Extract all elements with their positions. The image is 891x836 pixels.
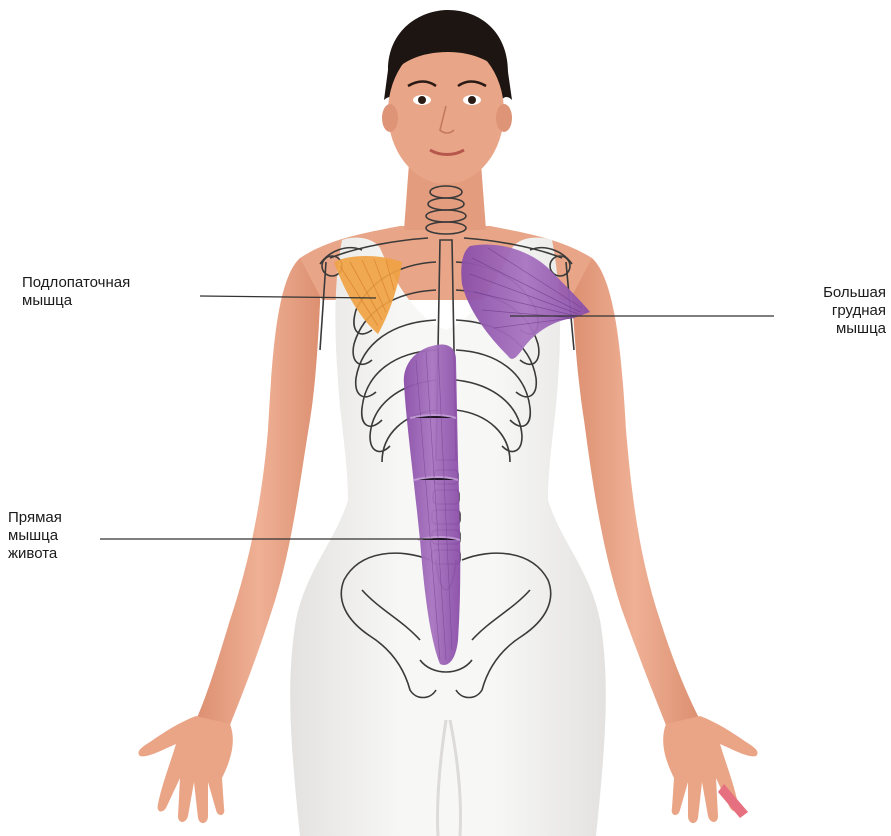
subscapularis-label-line2: мышца xyxy=(22,292,130,310)
subscapularis-label-line1: Подлопаточная xyxy=(22,274,130,292)
rectus-abdominis-label-line2: мышца xyxy=(8,527,62,545)
pectoralis-major-label: Большая грудная мышца xyxy=(823,284,886,338)
rectus-abdominis-label-line3: живота xyxy=(8,545,62,563)
subscapularis-label: Подлопаточная мышца xyxy=(22,274,130,310)
pectoralis-major-label-line3: мышца xyxy=(823,320,886,338)
pectoralis-major-label-line1: Большая xyxy=(823,284,886,302)
rectus-abdominis-label: Прямая мышца живота xyxy=(8,509,62,563)
rectus-abdominis-label-line1: Прямая xyxy=(8,509,62,527)
subscapularis-leader-line xyxy=(200,296,376,298)
pectoralis-major-label-line2: грудная xyxy=(823,302,886,320)
